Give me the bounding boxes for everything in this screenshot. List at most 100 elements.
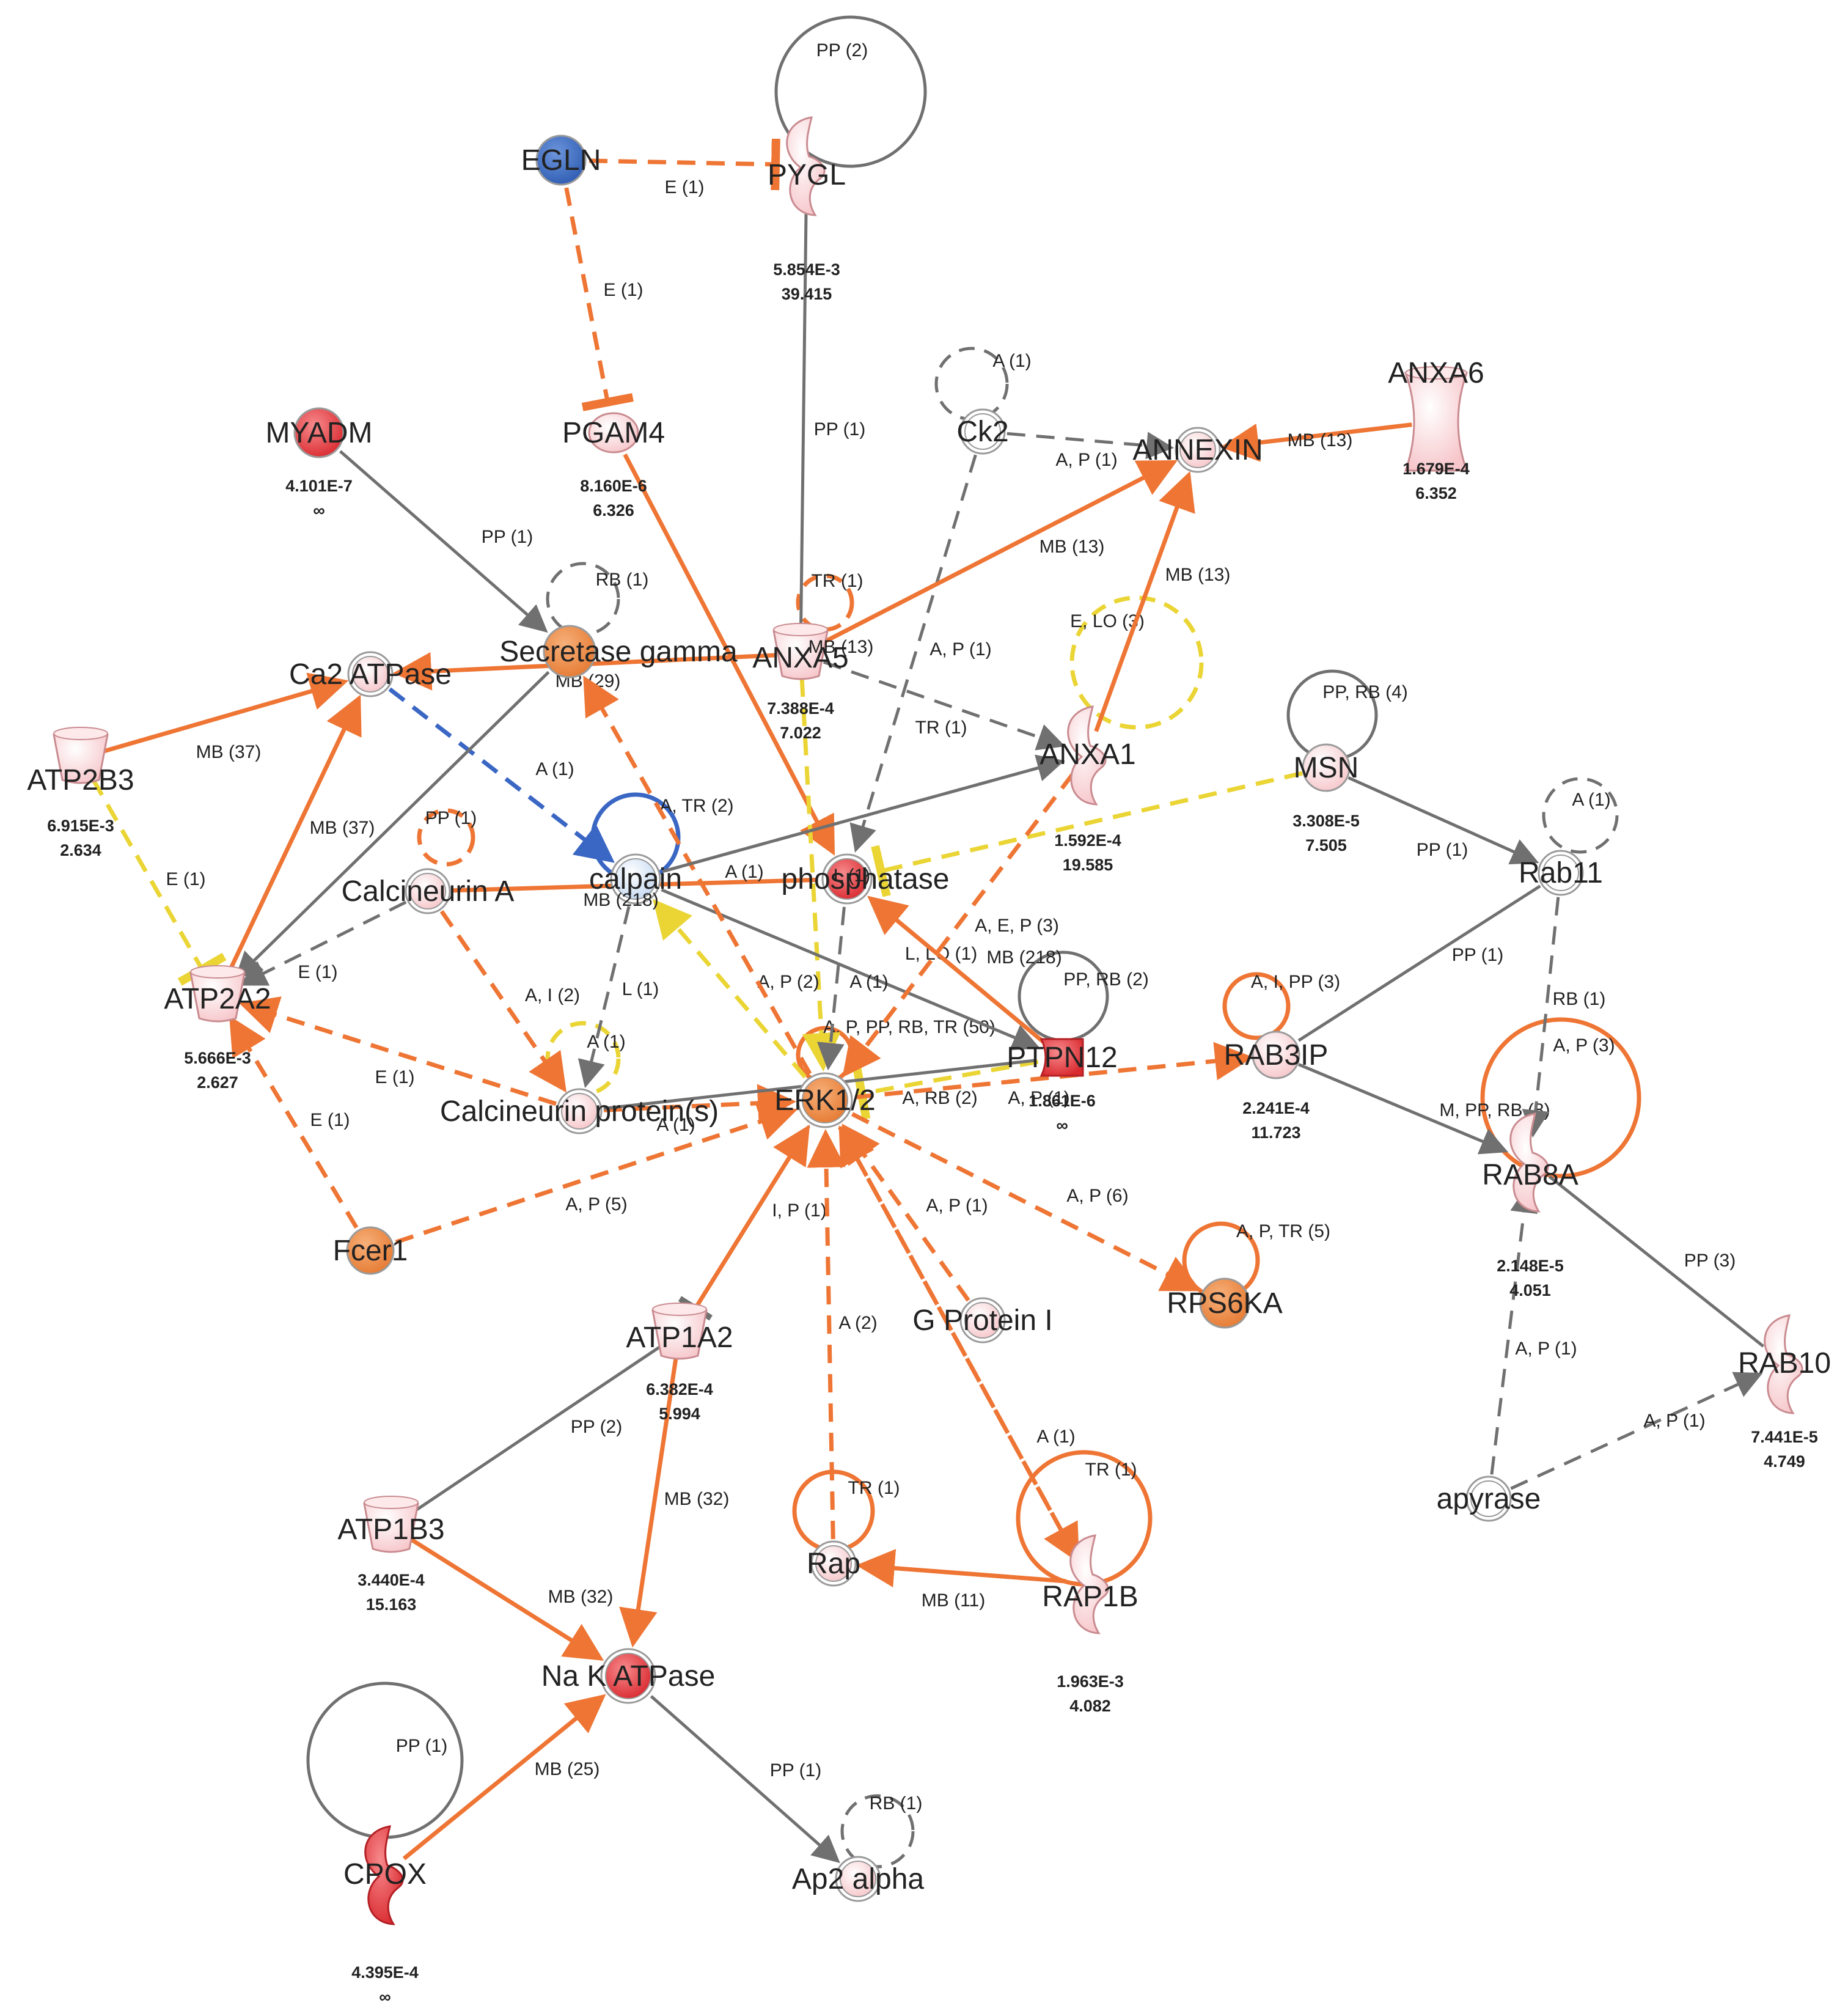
node-nakatpase[interactable]: Na K ATPase <box>541 1648 716 1704</box>
edge-label-e52: PP (2) <box>571 1417 622 1437</box>
node-label-nakatpase: Na K ATPase <box>541 1660 716 1692</box>
ring-node-shape <box>797 1072 853 1128</box>
edge-ptpn12-to-phosphatase <box>867 895 1045 1044</box>
node-calcineurina[interactable]: Calcineurin A <box>342 868 515 914</box>
fold-change-atp2b3: 2.634 <box>60 841 101 859</box>
loop-label-rab11: A (1) <box>1572 790 1610 810</box>
edge-erk12-to-rab3ip <box>855 1042 1254 1100</box>
node-label-anxa6: ANXA6 <box>1388 357 1484 389</box>
edge-anxa5-to-annexin <box>821 460 1178 645</box>
edge-egln-to-pygl <box>588 138 780 191</box>
node-label-msn: MSN <box>1294 752 1359 784</box>
p-value-cpox: 4.395E-4 <box>351 1963 419 1982</box>
node-calcineurinproteins[interactable]: Calcineurin protein(s) <box>440 1088 719 1134</box>
node-apyrase[interactable]: apyrase <box>1437 1476 1541 1522</box>
edge-label-e11: MB (37) <box>196 742 262 762</box>
edge-label-e48: A (2) <box>838 1313 877 1333</box>
edge-label-e41: E (1) <box>310 1110 350 1130</box>
node-erk12[interactable]: ERK1/2 <box>774 1072 876 1128</box>
edge-atp1b3-to-nakatpase <box>410 1538 604 1661</box>
fold-change-rab3ip: 11.723 <box>1251 1123 1300 1142</box>
edge-atp2b3-to-ca2atpase <box>103 672 349 754</box>
node-label-anxa5: ANXA5 <box>752 642 848 674</box>
node-label-atp1a2: ATP1A2 <box>626 1321 733 1354</box>
edge-label-e45: I, P (1) <box>772 1200 826 1221</box>
circle-node-shape <box>1302 743 1351 792</box>
edge-egln-to-pgam4 <box>564 187 634 411</box>
edge-label-e6: A, P (1) <box>930 639 991 660</box>
node-label-rap1b: RAP1B <box>1042 1581 1138 1613</box>
node-fcer1[interactable]: Fcer1 <box>333 1226 408 1275</box>
edge-label-e14: A (1) <box>535 759 574 779</box>
node-label-rab8a: RAB8A <box>1482 1159 1578 1191</box>
edge-label-e22: A (1) <box>725 862 763 882</box>
edge-rab11-to-rab3ip <box>1297 884 1541 1042</box>
p-value-rab10: 7.441E-5 <box>1751 1428 1818 1446</box>
edge-msn-to-phosphatase <box>871 771 1303 897</box>
edge-rab3ip-to-rab8a <box>1297 1063 1509 1155</box>
node-gproteini[interactable]: G Protein I <box>912 1297 1053 1343</box>
fold-change-atp2a2: 2.627 <box>197 1073 238 1092</box>
node-rab11[interactable]: Rab11 <box>1519 850 1603 896</box>
p-value-atp1b3: 3.440E-4 <box>358 1571 425 1589</box>
self-loop-ap2alpha <box>840 1794 915 1869</box>
edge-label-e38: A, P (1) <box>1515 1339 1577 1359</box>
edge-label-e7: MB (13) <box>1288 430 1353 450</box>
loop-label-anxa5: TR (1) <box>812 571 864 591</box>
self-loop-anxa1 <box>1069 595 1204 730</box>
circle-node-shape <box>1252 1031 1300 1079</box>
node-annexin[interactable]: ANNEXIN <box>1132 427 1263 473</box>
node-ap2alpha[interactable]: Ap2 alpha <box>792 1856 924 1902</box>
edge-anxa5-to-anxa1 <box>823 660 1066 751</box>
node-ca2atpase[interactable]: Ca2 ATPase <box>289 651 452 697</box>
edge-label-e53: MB (32) <box>664 1489 730 1509</box>
enzyme-node-shape <box>1509 1112 1549 1213</box>
edge-ck2-to-phosphatase <box>849 454 977 853</box>
node-label-atp2b3: ATP2B3 <box>27 764 134 796</box>
ring-node-shape <box>959 408 1006 455</box>
node-rap[interactable]: Rap <box>807 1540 860 1587</box>
node-ck2[interactable]: Ck2 <box>956 408 1009 455</box>
self-loop-rab3ip <box>1222 972 1291 1040</box>
edge-label-e12: MB (37) <box>310 818 375 838</box>
edge-calcineurinproteins-to-atp2a2 <box>239 996 557 1106</box>
edge-myadm-to-secretasegamma <box>339 450 548 633</box>
ring-node-shape <box>821 853 873 905</box>
node-rps6ka[interactable]: RPS6KA <box>1167 1277 1283 1329</box>
node-egln[interactable]: EGLN <box>521 134 601 186</box>
edge-label-e39: A, P (1) <box>1643 1411 1705 1431</box>
edge-atp1a2-to-atp1b3 <box>413 1346 661 1513</box>
node-phosphatase[interactable]: phosphatase <box>782 853 950 905</box>
loop-label-erk12: A, P, PP, RB, TR (50) <box>823 1017 996 1037</box>
ring-node-shape <box>1538 850 1584 896</box>
node-calpain[interactable]: calpain <box>589 853 682 905</box>
node-label-erk12: ERK1/2 <box>774 1084 875 1117</box>
edge-label-e2: E (1) <box>603 280 643 300</box>
node-secretasegamma[interactable]: Secretase gamma <box>499 625 738 678</box>
ring-node-shape <box>1465 1476 1512 1522</box>
node-label-calcineurina: Calcineurin A <box>342 875 515 908</box>
edge-label-e30: A, E, P (3) <box>975 916 1059 936</box>
edge-ptpn12-to-erk12 <box>853 1059 1039 1120</box>
fold-change-atp1b3: 15.163 <box>366 1595 417 1614</box>
edge-label-extra-x8: MB (218) <box>583 890 658 910</box>
fold-change-pygl: 39.415 <box>782 285 832 303</box>
loop-label-ptpn12: PP, RB (2) <box>1063 969 1149 990</box>
